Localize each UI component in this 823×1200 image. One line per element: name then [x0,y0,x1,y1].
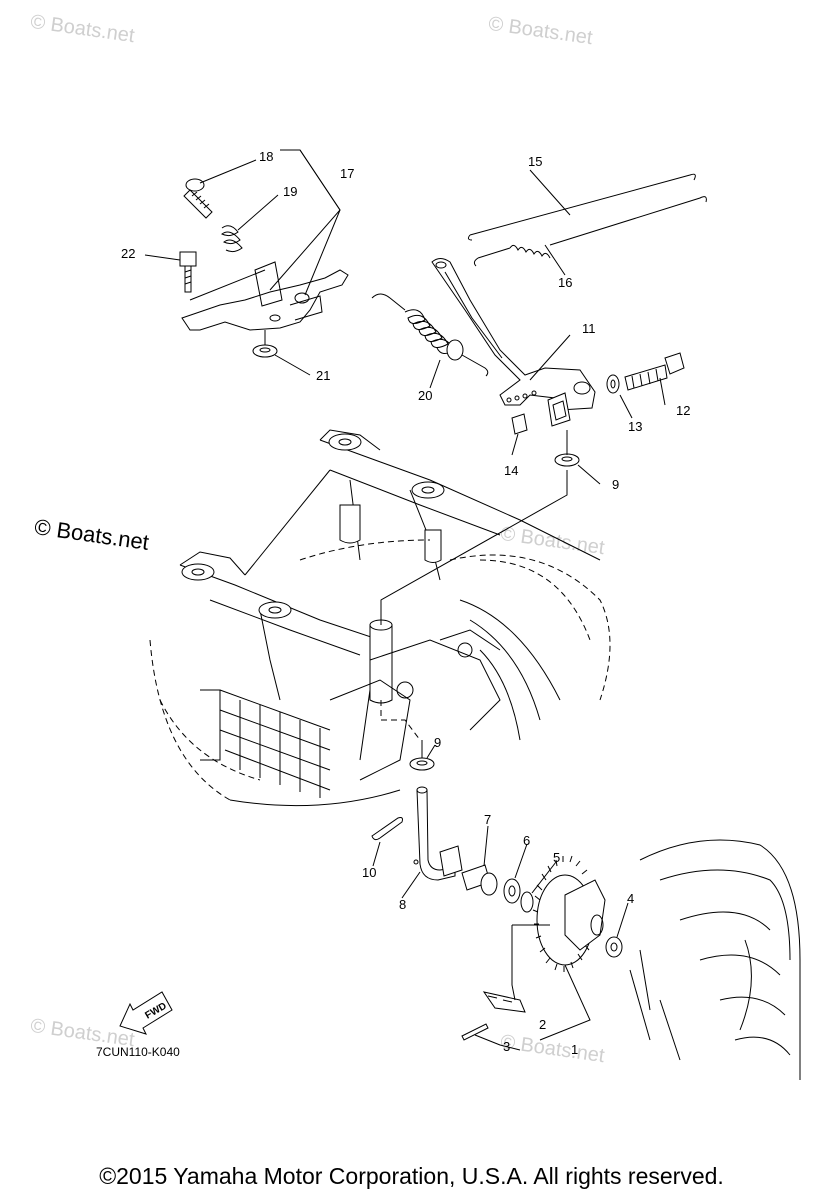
fwd-arrow-icon: FWD [119,991,173,1035]
callout-9-lower: 9 [434,735,442,750]
spring-20 [371,293,489,377]
callout-21: 21 [316,368,331,383]
rods [467,173,707,267]
callout-14: 14 [504,463,519,478]
callout-19: 19 [283,184,298,199]
callout-1: 1 [571,1042,579,1057]
callout-8: 8 [399,897,407,912]
bracket-assembly [179,178,349,358]
callout-16: 16 [558,275,573,290]
callout-13: 13 [628,419,643,434]
lower-case [629,839,801,1080]
callout-12: 12 [676,403,691,418]
callout-11: 11 [582,321,596,336]
callout-22: 22 [121,246,136,261]
callout-15: 15 [528,154,543,169]
callout-leaders [144,149,666,938]
callout-4: 4 [627,891,635,906]
callout-7: 7 [484,812,492,827]
lever-11 [380,258,685,741]
callout-17: 17 [340,166,355,181]
callout-5: 5 [553,850,561,865]
callout-20: 20 [418,388,433,403]
copyright-notice: ©2015 Yamaha Motor Corporation, U.S.A. A… [99,1163,724,1189]
callout-10: 10 [362,865,377,880]
diagram-code: 7CUN110-K040 [96,1045,180,1059]
callout-2: 2 [539,1017,547,1032]
callout-3: 3 [503,1039,511,1054]
lower-parts [371,740,623,1051]
callout-18: 18 [259,149,274,164]
callout-6: 6 [523,833,531,848]
engine-case [149,429,611,807]
callout-9-upper: 9 [612,477,620,492]
